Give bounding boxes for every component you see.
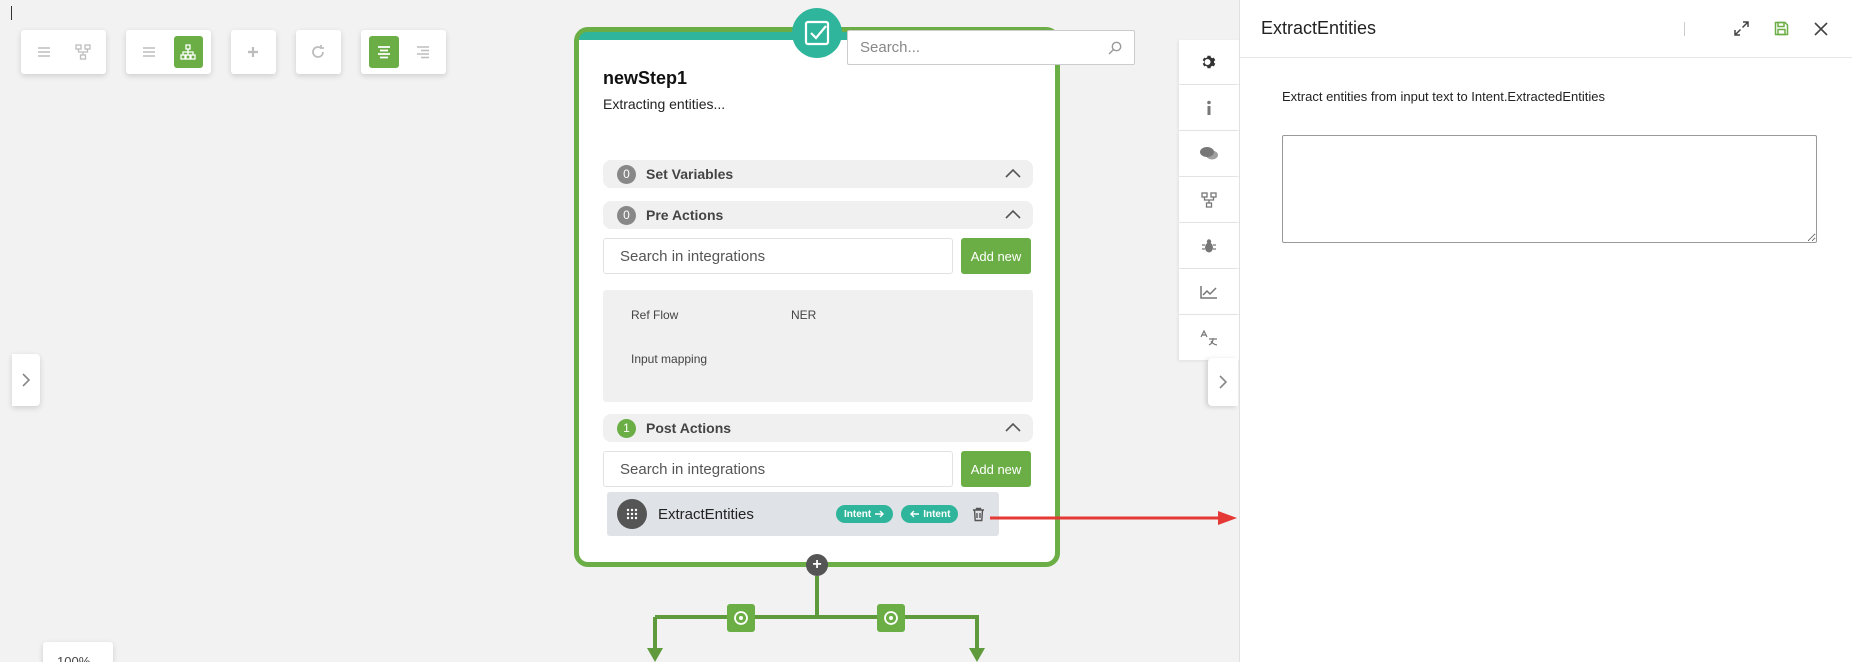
- left-panel-toggle[interactable]: [12, 354, 40, 406]
- ref-flow-box: Ref Flow NER Input mapping: [603, 290, 1033, 402]
- align-right-icon[interactable]: [409, 36, 439, 68]
- post-actions-add-button[interactable]: Add new: [961, 451, 1031, 487]
- toolbar-group-add: [231, 30, 276, 74]
- section-post-actions[interactable]: 1 Post Actions: [603, 414, 1033, 442]
- drag-handle-icon[interactable]: [617, 499, 647, 529]
- node-subtitle: Extracting entities...: [603, 96, 726, 112]
- plus-icon[interactable]: [237, 36, 269, 68]
- pre-actions-integration-row: Add new: [603, 238, 1033, 274]
- flow-icon[interactable]: [69, 36, 99, 68]
- right-tool-rail: [1179, 40, 1239, 361]
- panel-textarea[interactable]: [1282, 135, 1817, 243]
- gear-icon[interactable]: [1179, 40, 1239, 84]
- panel-description: Extract entities from input text to Inte…: [1282, 89, 1605, 104]
- menu-icon[interactable]: [29, 36, 59, 68]
- flow-icon[interactable]: [1179, 177, 1239, 222]
- flow-connectors: [647, 576, 985, 662]
- input-mapping-label: Input mapping: [631, 352, 708, 366]
- bug-icon[interactable]: [1179, 223, 1239, 268]
- post-action-name: ExtractEntities: [658, 505, 754, 523]
- arrow-left-icon: [910, 510, 920, 518]
- add-step-plus-icon[interactable]: +: [806, 554, 828, 576]
- close-icon[interactable]: [1811, 19, 1831, 39]
- chevron-right-icon: [1219, 375, 1228, 389]
- toolbar-group-align: [361, 30, 446, 74]
- set-variables-label: Set Variables: [646, 166, 734, 182]
- toolbar-group-layout: [126, 30, 211, 74]
- post-actions-label: Post Actions: [646, 420, 732, 436]
- node-title: newStep1: [603, 68, 688, 88]
- right-rail-collapse[interactable]: [1208, 358, 1238, 406]
- chevron-right-icon: [22, 373, 31, 387]
- save-icon[interactable]: [1771, 19, 1791, 39]
- panel-title: ExtractEntities: [1261, 18, 1377, 38]
- check-badge-icon[interactable]: [792, 8, 842, 58]
- sitemap-icon[interactable]: [173, 36, 203, 68]
- search-icon[interactable]: [1108, 41, 1122, 55]
- refresh-icon[interactable]: [302, 36, 334, 68]
- ref-flow-label: Ref Flow: [631, 308, 679, 322]
- text-caret: [11, 6, 12, 20]
- post-action-item[interactable]: ExtractEntities Intent Intent: [607, 492, 999, 536]
- section-pre-actions[interactable]: 0 Pre Actions: [603, 201, 1033, 229]
- pre-actions-count: 0: [617, 205, 636, 225]
- ref-flow-value: NER: [791, 308, 817, 322]
- panel-header: ExtractEntities: [1240, 0, 1852, 58]
- input-intent-label: Intent: [844, 508, 872, 520]
- flow-canvas[interactable]: 100% newStep1 Extracting entities... 0 S…: [0, 0, 1239, 662]
- info-icon[interactable]: [1179, 85, 1239, 130]
- pre-actions-search-input[interactable]: [603, 238, 953, 274]
- output-intent-pill[interactable]: Intent: [901, 505, 959, 523]
- arrow-right-icon: [875, 510, 885, 518]
- expand-icon[interactable]: [1731, 19, 1751, 39]
- pre-actions-label: Pre Actions: [646, 207, 724, 223]
- align-center-icon[interactable]: [369, 36, 399, 68]
- menu-icon[interactable]: [134, 36, 164, 68]
- set-variables-count: 0: [617, 164, 636, 184]
- chevron-up-icon[interactable]: [1005, 166, 1021, 182]
- post-actions-search-input[interactable]: [603, 451, 953, 487]
- properties-panel: ExtractEntities Extract entities from in…: [1239, 0, 1852, 662]
- zoom-level[interactable]: 100%: [43, 642, 113, 662]
- header-divider: [1684, 21, 1685, 36]
- canvas-search: [847, 30, 1135, 65]
- search-input[interactable]: [860, 39, 1108, 56]
- toolbar-group-view: [21, 30, 106, 74]
- post-actions-count: 1: [617, 418, 636, 438]
- chart-icon[interactable]: [1179, 269, 1239, 314]
- pre-actions-add-button[interactable]: Add new: [961, 238, 1031, 274]
- red-arrow-annotation: [990, 511, 1237, 525]
- chat-icon[interactable]: [1179, 131, 1239, 176]
- chevron-up-icon[interactable]: [1005, 420, 1021, 436]
- post-actions-integration-row: Add new: [603, 451, 1033, 487]
- flow-step-node[interactable]: newStep1 Extracting entities... 0 Set Va…: [574, 27, 1060, 567]
- output-intent-label: Intent: [923, 508, 951, 520]
- input-intent-pill[interactable]: Intent: [836, 505, 894, 523]
- chevron-up-icon[interactable]: [1005, 207, 1021, 223]
- translate-icon[interactable]: [1179, 315, 1239, 360]
- section-set-variables[interactable]: 0 Set Variables: [603, 160, 1033, 188]
- trash-icon[interactable]: [972, 507, 985, 522]
- toolbar-group-refresh: [296, 30, 341, 74]
